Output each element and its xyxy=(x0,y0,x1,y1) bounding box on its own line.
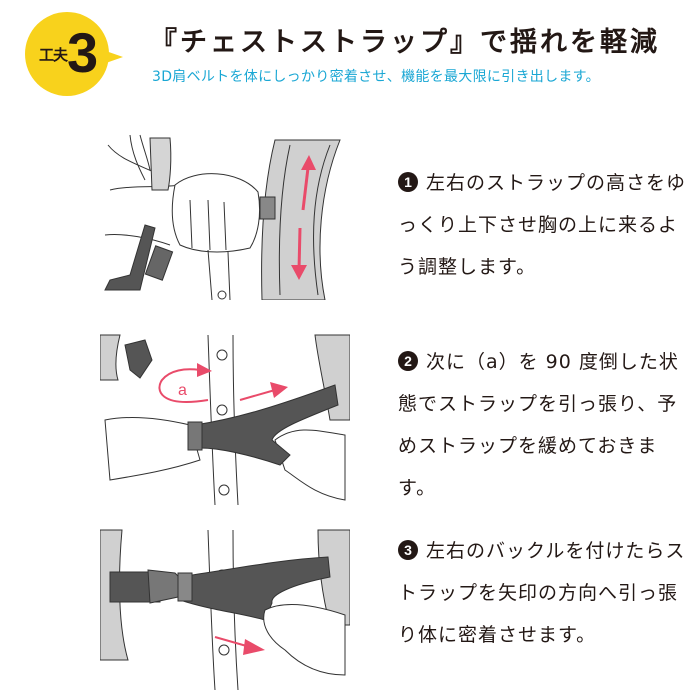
step-2-illustration: a xyxy=(100,334,350,506)
page-title: 『チェストストラップ』で揺れを軽減 xyxy=(150,27,660,58)
rotate-arrow-icon xyxy=(158,368,209,403)
up-down-arrows-icon xyxy=(291,155,316,280)
label-a: a xyxy=(178,382,187,399)
badge-number: 3 xyxy=(67,21,99,84)
step-number-badge: 1 xyxy=(398,172,418,192)
badge-label: 工夫 xyxy=(39,46,68,64)
pull-arrow-icon xyxy=(214,636,265,655)
badge-speech-tail xyxy=(103,50,123,64)
page-subtitle: 3D肩ベルトを体にしっかり密着させ、機能を最大限に引き出します。 xyxy=(152,69,600,85)
tip-badge: 工夫 3 xyxy=(25,12,123,96)
step-number-badge: 2 xyxy=(398,351,418,371)
step-3-description: 左右のバックルを付けたらストラップを矢印の方向へ引っ張り体に密着させます。 xyxy=(398,540,686,646)
step-2-description: 次に（a）を 90 度倒した状態でストラップを引っ張り、予めストラップを緩めてお… xyxy=(398,351,679,499)
step-3-illustration xyxy=(100,529,350,691)
hands xyxy=(104,417,346,501)
strap xyxy=(187,384,339,466)
step-1-illustration xyxy=(104,134,341,300)
shirt-lines xyxy=(104,234,231,300)
strap-end xyxy=(104,224,174,291)
step-number-badge: 3 xyxy=(398,540,418,560)
badge-circle xyxy=(25,12,109,96)
fist-icon xyxy=(171,173,261,253)
hand xyxy=(263,604,346,676)
left-belt xyxy=(100,334,121,381)
pull-arrow-icon xyxy=(239,382,288,401)
strap-with-buckle xyxy=(109,556,331,621)
step-1-description: 左右のストラップの高さをゆっくり上下させ胸の上に来るよう調整します。 xyxy=(398,172,687,278)
shoulder-belt xyxy=(261,139,341,300)
